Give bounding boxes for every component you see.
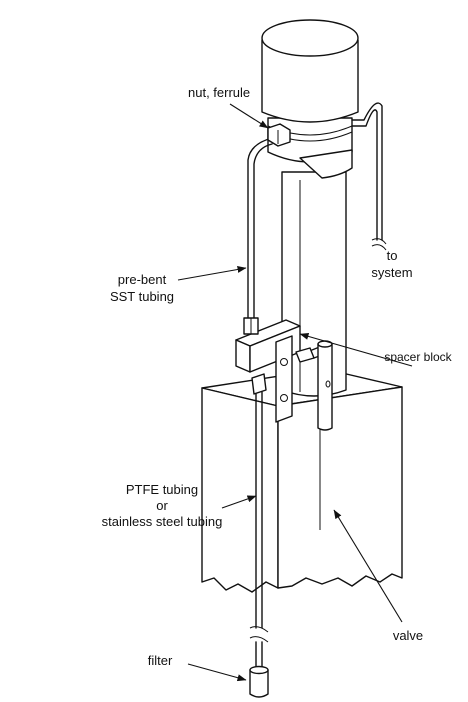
label-sst-tubing: SST tubing [110, 289, 174, 304]
label-nut-ferrule: nut, ferrule [188, 85, 250, 100]
top-nut [267, 123, 291, 147]
bottom-nut-body [251, 373, 267, 395]
base-block-right-face [277, 386, 403, 589]
label-filter: filter [148, 653, 173, 668]
base-block [201, 368, 403, 593]
filter-body [249, 669, 269, 698]
valve-body [317, 343, 333, 431]
label-ptfe-tubing: PTFE tubing [126, 482, 198, 497]
inlet-tubing-break-1 [249, 626, 269, 633]
system-tube-outer [351, 102, 383, 241]
label-to: to [387, 248, 398, 263]
inlet-tubing [249, 391, 269, 669]
spacer-bolt-1 [280, 358, 288, 366]
sst-tubing [247, 137, 273, 319]
top-nut-body [267, 123, 291, 147]
label-valve: valve [393, 628, 423, 643]
sst-tubing-inner [253, 143, 273, 319]
label-stainless-steel-tubing: stainless steel tubing [102, 514, 223, 529]
sst-tubing-outer [247, 137, 273, 319]
label-system: system [371, 265, 412, 280]
labels: nut, ferrule to system pre-bent SST tubi… [102, 85, 453, 668]
valve-port [325, 380, 331, 388]
leader-ptfe-tubing [221, 495, 257, 509]
system-tube [351, 102, 387, 251]
bottom-nut [251, 373, 267, 395]
spacer-plate [275, 335, 293, 423]
valve [317, 340, 333, 431]
system-tube-break-1 [371, 238, 387, 245]
spacer-bolt-2 [280, 394, 288, 402]
column-collar [267, 117, 353, 179]
label-pre-bent: pre-bent [118, 272, 167, 287]
reservoir-cap [261, 19, 359, 57]
leader-sst-tubing [177, 266, 247, 281]
system-tube-inner [351, 109, 378, 241]
leader-filter [187, 663, 247, 682]
label-spacer-block: spacer block [384, 350, 452, 364]
label-or: or [156, 498, 168, 513]
leader-valve [333, 509, 403, 623]
collar-bracket [299, 149, 353, 179]
filter-top [249, 665, 269, 675]
leader-nut-ferrule [229, 103, 269, 129]
valve-top [317, 340, 333, 348]
filter [249, 665, 269, 698]
inlet-tubing-break-2 [249, 636, 269, 643]
block-top-nut [243, 317, 259, 335]
base-block-left-face [201, 387, 279, 593]
spacer-block-left [235, 339, 251, 373]
leader-spacer-block [299, 332, 413, 367]
reservoir [261, 19, 359, 123]
system-tube-break-2 [371, 244, 387, 251]
leaders [177, 103, 413, 682]
